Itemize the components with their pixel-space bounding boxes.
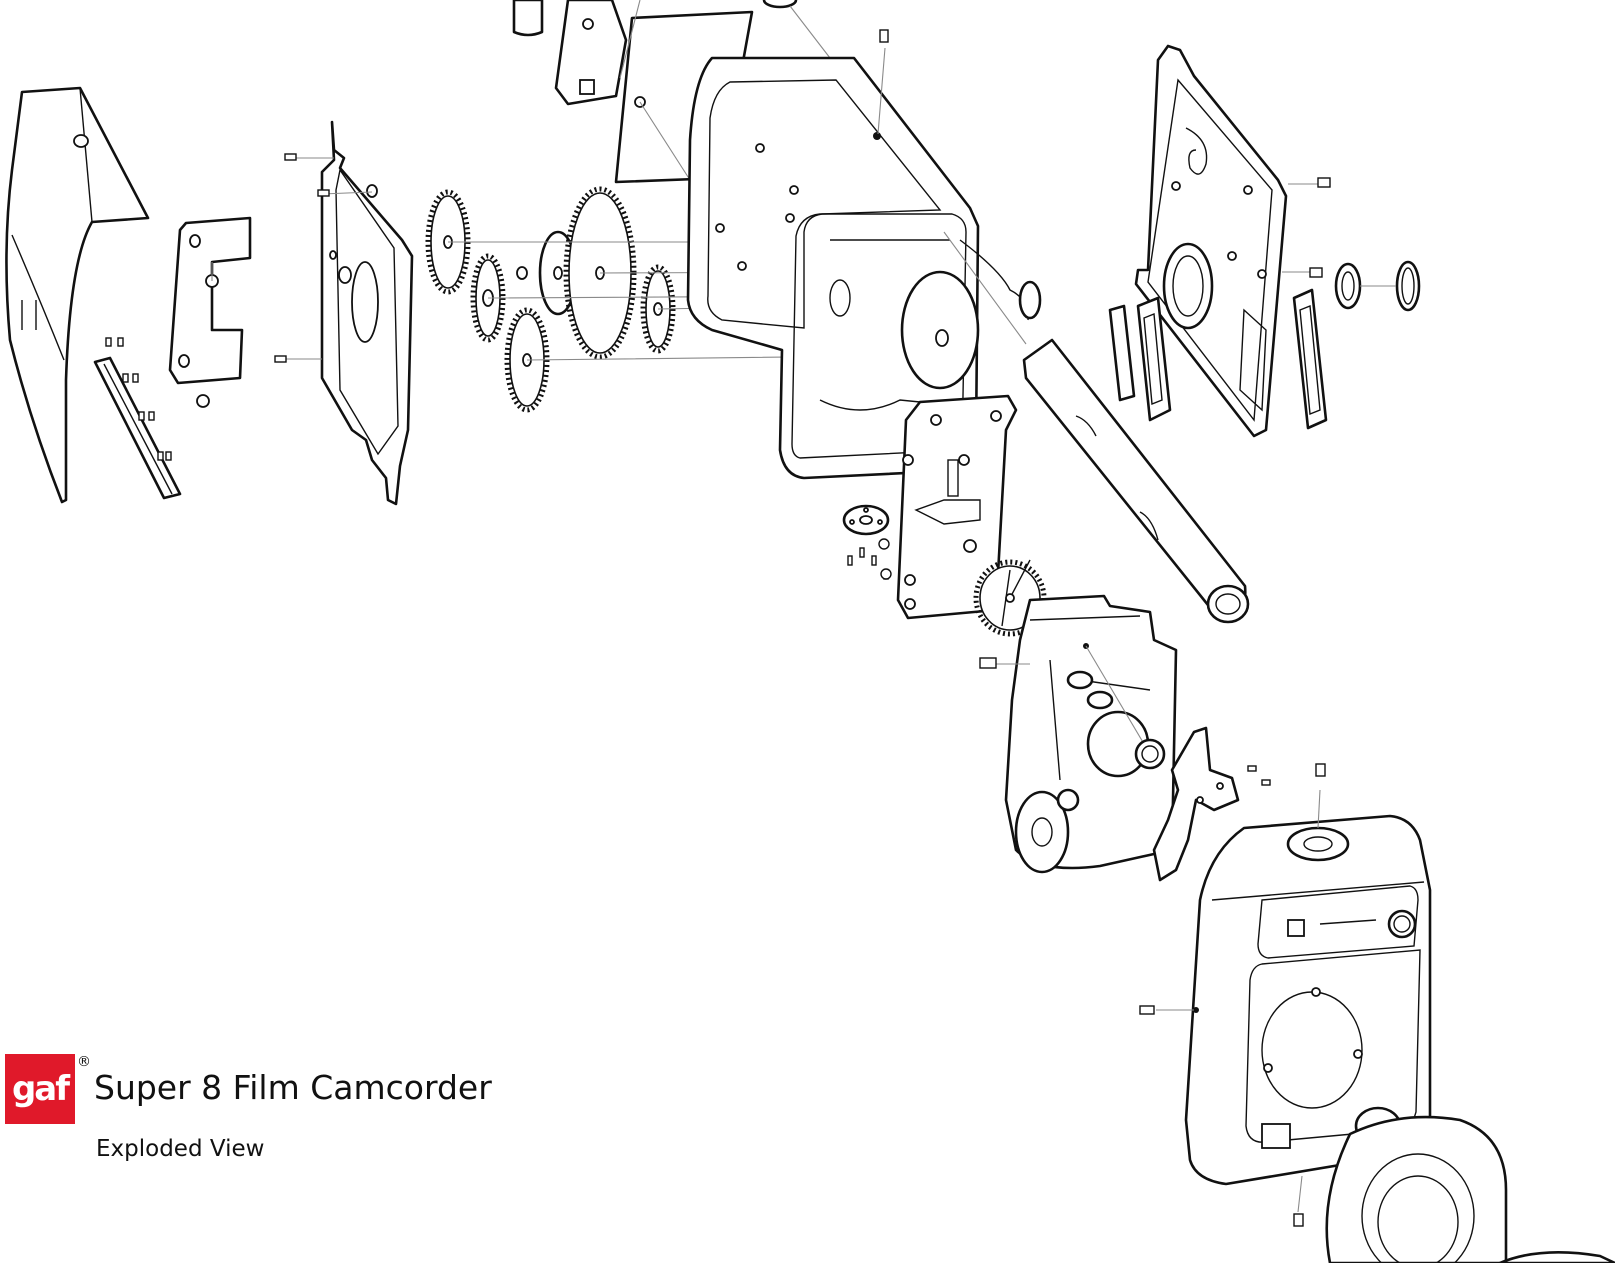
registered-mark: ® xyxy=(77,1054,91,1070)
lens-ring xyxy=(1325,1115,1508,1263)
hinge-strip xyxy=(93,337,182,500)
front-body-shell xyxy=(1139,763,1432,1227)
top-bracket xyxy=(554,0,628,106)
page-subtitle: Exploded View xyxy=(96,1136,265,1162)
page-title: Super 8 Film Camcorder xyxy=(94,1068,492,1107)
gear-4-plain xyxy=(516,230,578,316)
transport-plate xyxy=(896,394,1018,620)
flange-disc xyxy=(842,504,892,580)
mounting-bracket xyxy=(168,216,252,408)
film-gate-masks xyxy=(1108,288,1328,430)
top-tube xyxy=(512,0,544,37)
drive-rod xyxy=(943,231,1250,624)
gear-train xyxy=(425,186,881,413)
top-knob xyxy=(762,0,798,9)
main-housing xyxy=(686,29,1042,480)
shutter-assembly xyxy=(979,594,1271,882)
lens-edge xyxy=(1498,1250,1615,1263)
side-cover xyxy=(5,86,150,504)
gaf-logo: gaf xyxy=(5,1054,75,1124)
inner-side-plate xyxy=(274,120,414,506)
rear-cover-plate xyxy=(1134,44,1331,438)
eyepiece-parts xyxy=(1334,260,1421,312)
